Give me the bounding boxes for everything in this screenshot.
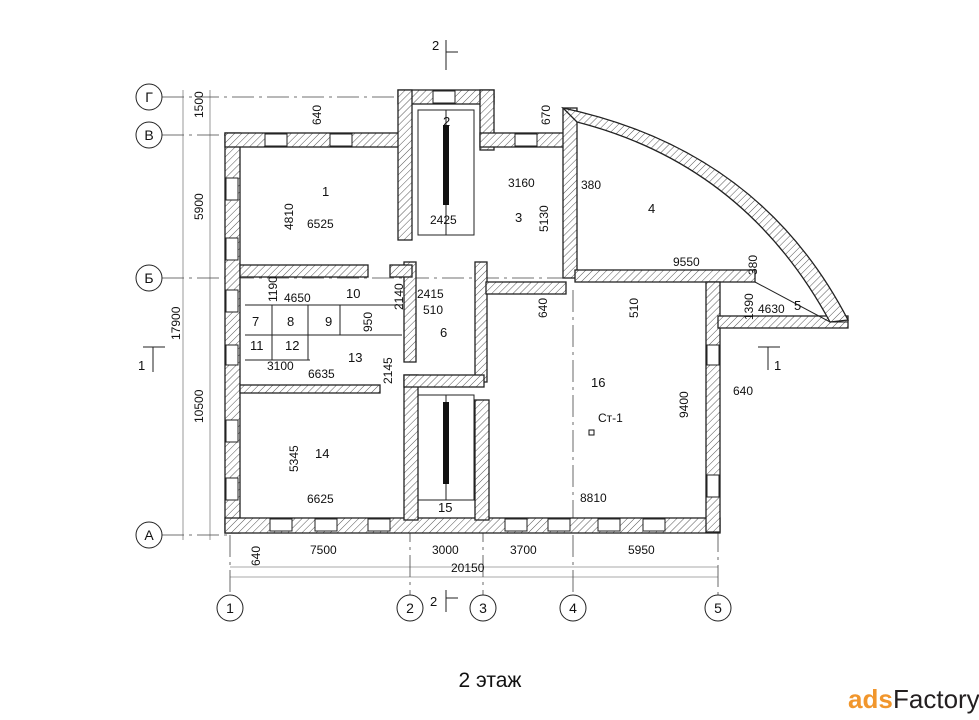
dim-5345: 5345 <box>287 445 301 472</box>
dim-4810: 4810 <box>282 203 296 230</box>
axis-col-4-label: 4 <box>569 600 577 616</box>
dim-640-bottom: 640 <box>249 546 263 566</box>
axis-row-g-label: Г <box>145 89 153 105</box>
dim-9550: 9550 <box>673 255 700 269</box>
axis-row-v: В <box>135 121 163 149</box>
dim-2145: 2145 <box>381 357 395 384</box>
dim-3100: 3100 <box>267 359 294 373</box>
dim-2425: 2425 <box>430 213 457 227</box>
curved-wall-room-4 <box>560 106 850 323</box>
room-number: 6 <box>440 325 447 340</box>
dim-510-a: 510 <box>423 303 443 317</box>
dim-670: 670 <box>539 105 553 125</box>
room-number: 10 <box>346 286 360 301</box>
stair-upper <box>417 109 475 236</box>
section-mark-left: 1 <box>138 346 165 373</box>
dim-8810: 8810 <box>580 491 607 505</box>
dim-950: 950 <box>361 312 375 332</box>
room-number: 11 <box>250 338 264 353</box>
watermark-logo: ads Factory <box>848 684 979 714</box>
axis-row-v-label: В <box>144 127 153 143</box>
axis-col-2: 2 <box>396 594 424 622</box>
watermark-part1: ads <box>848 684 893 714</box>
room-number: 9 <box>325 314 332 329</box>
room-number: 8 <box>287 314 294 329</box>
dim-3000: 3000 <box>432 543 459 557</box>
room-number: 4 <box>648 201 655 216</box>
dim-5900: 5900 <box>192 193 206 220</box>
dim-640-top: 640 <box>310 105 324 125</box>
axis-row-a-label: А <box>144 527 154 543</box>
axis-row-a: А <box>135 521 163 549</box>
room-number: 1 <box>322 184 329 199</box>
windows <box>225 90 720 532</box>
dim-5950: 5950 <box>628 543 655 557</box>
stair-lower <box>417 394 475 501</box>
section-mark-top-label: 2 <box>432 38 439 53</box>
dim-380-b: 380 <box>746 255 760 275</box>
dim-3160: 3160 <box>508 176 535 190</box>
axis-row-g: Г <box>135 83 163 111</box>
dim-3700: 3700 <box>510 543 537 557</box>
room-labels: 1 2 3 4 5 6 7 8 9 10 11 12 13 14 15 16 <box>250 114 801 515</box>
axis-col-2-label: 2 <box>406 600 414 616</box>
room-number: 14 <box>315 446 329 461</box>
watermark-part2: Factory <box>893 684 979 714</box>
section-mark-top: 2 <box>432 38 458 70</box>
column-marker <box>588 429 595 436</box>
dim-1390: 1390 <box>742 293 756 320</box>
section-mark-right-label: 1 <box>774 358 781 373</box>
room-5-outline <box>718 281 849 329</box>
dim-510-b: 510 <box>627 298 641 318</box>
dim-2140: 2140 <box>392 283 406 310</box>
room-number: 3 <box>515 210 522 225</box>
dimension-lines <box>182 90 718 578</box>
dim-6625: 6625 <box>307 492 334 506</box>
section-mark-left-label: 1 <box>138 358 145 373</box>
dim-9400: 9400 <box>677 391 691 418</box>
section-mark-bottom-label: 2 <box>430 594 437 609</box>
dim-6635: 6635 <box>308 367 335 381</box>
dim-1190: 1190 <box>266 276 280 302</box>
axis-col-1: 1 <box>216 594 244 622</box>
axis-row-b: Б <box>135 264 163 292</box>
section-mark-right: 1 <box>758 346 781 373</box>
section-mark-bottom: 2 <box>430 590 458 612</box>
dim-640-right: 640 <box>733 384 753 398</box>
dim-2415: 2415 <box>417 287 444 301</box>
axis-col-5-label: 5 <box>714 600 722 616</box>
axis-col-5: 5 <box>704 594 732 622</box>
dim-10500: 10500 <box>192 389 206 423</box>
room-number: 16 <box>591 375 605 390</box>
dim-4650: 4650 <box>284 291 311 305</box>
axis-col-4: 4 <box>559 594 587 622</box>
dim-5130: 5130 <box>537 205 551 232</box>
axis-col-3-label: 3 <box>479 600 487 616</box>
column-mark-label: Ст-1 <box>598 411 623 425</box>
dimension-labels: 1500 5900 17900 10500 640 670 4810 6525 … <box>169 91 785 575</box>
room-number: 7 <box>252 314 259 329</box>
dim-17900: 17900 <box>169 306 183 340</box>
room-number: 13 <box>348 350 362 365</box>
axis-col-3: 3 <box>469 594 497 622</box>
dim-1500: 1500 <box>192 91 206 118</box>
dim-4630: 4630 <box>758 302 785 316</box>
dim-6525: 6525 <box>307 217 334 231</box>
room-number: 15 <box>438 500 452 515</box>
dim-20150: 20150 <box>451 561 485 575</box>
dim-640-mid: 640 <box>536 298 550 318</box>
room-number: 2 <box>443 114 450 129</box>
room-number: 5 <box>794 298 801 313</box>
room-number: 12 <box>285 338 299 353</box>
dim-380-a: 380 <box>581 178 601 192</box>
floor-caption: 2 этаж <box>459 669 522 692</box>
small-partitions <box>245 304 402 361</box>
axis-col-1-label: 1 <box>226 600 234 616</box>
axis-row-b-label: Б <box>144 270 153 286</box>
dim-7500: 7500 <box>310 543 337 557</box>
